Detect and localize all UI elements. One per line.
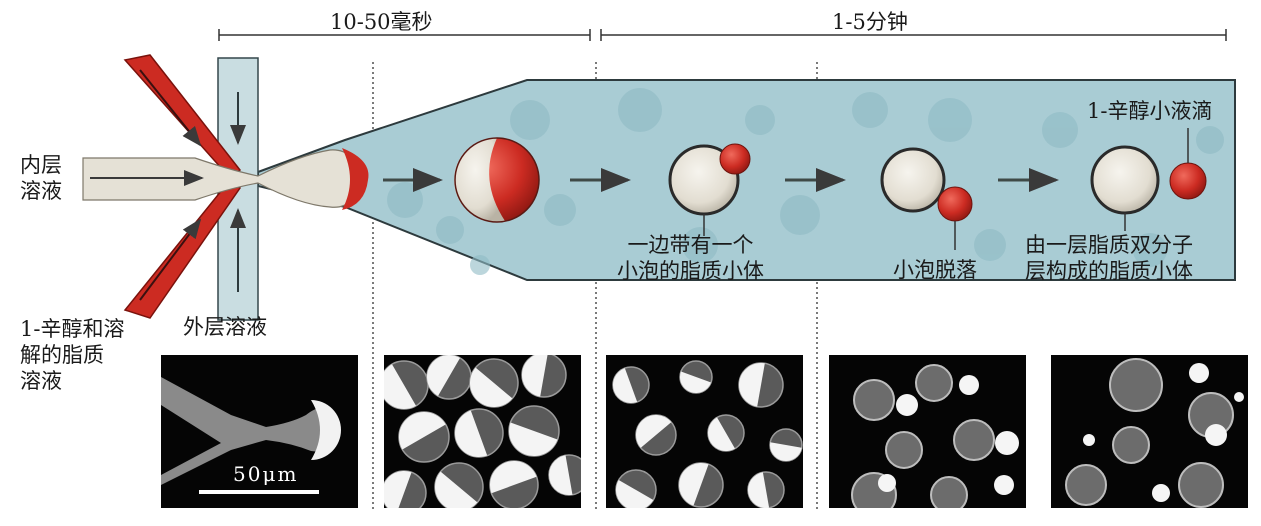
octanol-droplet-label: 1-辛醇小液滴: [1087, 99, 1213, 123]
octanol-droplet: [1169, 162, 1207, 200]
inner-solution-label: 内层 溶液: [20, 152, 62, 204]
final-liposome-label: 由一层脂质双分子 层构成的脂质小体: [1025, 232, 1193, 284]
vesicle-with-bubble-line-1: 一边带有一个: [627, 233, 754, 257]
lipid-solution-line-1: 1-辛醇和溶: [20, 317, 125, 341]
micrograph-1: [161, 355, 358, 508]
lipid-solution-label: 1-辛醇和溶 解的脂质 溶液: [20, 316, 124, 394]
vesicle-bubble-detaching: [880, 147, 973, 222]
final-liposome: [1090, 145, 1160, 215]
lipid-solution-line-3: 溶液: [20, 369, 62, 393]
scale-bar: [199, 490, 319, 494]
phase-label-early: 10-50毫秒: [330, 10, 433, 34]
bubble-detach-label: 小泡脱落: [893, 258, 977, 282]
final-liposome-line-1: 由一层脂质双分子: [1025, 233, 1193, 257]
scale-bar-label: 50μm: [233, 462, 299, 486]
phase-bracket-early: [218, 29, 591, 41]
vesicle-with-bubble-line-2: 小泡的脂质小体: [617, 259, 764, 283]
micrograph-3: [606, 355, 803, 508]
emerging-droplet-cap: [342, 148, 369, 210]
lipid-solution-line-2: 解的脂质: [20, 343, 104, 367]
vesicle-half-coated: [453, 137, 540, 223]
micrograph-4: [829, 355, 1026, 508]
vesicle-with-bubble-label: 一边带有一个 小泡的脂质小体: [617, 232, 764, 284]
phase-label-late: 1-5分钟: [832, 10, 908, 34]
phase-bracket-late: [600, 29, 1227, 41]
channel-particles: [387, 88, 1224, 275]
lipid-flow-arrows: [139, 69, 202, 301]
inner-solution-line-1: 内层: [20, 153, 62, 177]
final-liposome-line-2: 层构成的脂质小体: [1025, 259, 1193, 283]
outer-solution-label: 外层溶液: [183, 315, 267, 339]
micrograph-5: [1051, 355, 1248, 508]
inner-solution-line-2: 溶液: [20, 179, 62, 203]
micrograph-2: [384, 355, 581, 508]
vesicle-with-bubble: [668, 143, 751, 216]
